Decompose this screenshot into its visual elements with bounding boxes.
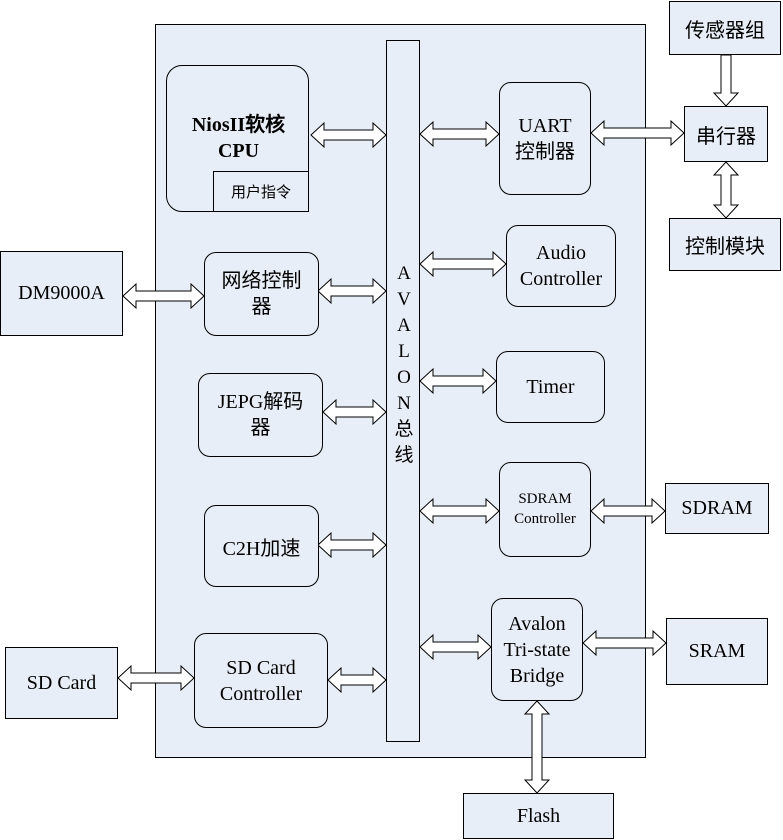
sd-card-box: SD Card	[5, 647, 118, 719]
bus-letter: V	[397, 289, 411, 310]
bus-uart-arrow	[419, 120, 500, 148]
serializer-box: 串行器	[684, 106, 768, 162]
bus-letter: N	[397, 393, 411, 414]
sdram-ctrl-sdram-arrow	[590, 497, 666, 525]
cpu-label-line1: NiosII软核	[191, 114, 286, 136]
sdram-controller-line1: SDRAM	[518, 491, 572, 507]
sdcard-ctrl-arrow	[117, 664, 195, 692]
tristate-bridge-line1: Avalon	[508, 612, 566, 635]
dm9000a-label: DM9000A	[18, 282, 105, 304]
user-instruction-box: 用户指令	[213, 171, 309, 212]
sram-box: SRAM	[666, 618, 768, 685]
bus-sdram-ctrl-arrow	[419, 497, 500, 525]
bus-letter: 总	[394, 419, 414, 440]
network-bus-arrow	[317, 277, 387, 305]
audio-controller-line2: Controller	[519, 268, 603, 290]
sd-card-label: SD Card	[26, 671, 97, 694]
network-controller-block: 网络控制 器	[204, 252, 319, 336]
uart-controller-line2: 控制器	[515, 140, 575, 163]
bus-letter: O	[397, 367, 411, 388]
bus-letter: A	[397, 263, 411, 284]
c2h-accelerator-block: C2H加速	[204, 505, 319, 587]
jpeg-decoder-line1: JEPG解码	[217, 391, 304, 413]
jpeg-decoder-block: JEPG解码 器	[198, 373, 323, 457]
sensor-group-label: 传感器组	[685, 19, 765, 42]
bus-letter: L	[398, 341, 410, 362]
audio-controller-block: Audio Controller	[506, 225, 616, 307]
sdram-controller-block: SDRAM Controller	[499, 462, 591, 557]
sram-label: SRAM	[688, 640, 746, 662]
network-controller-line2: 器	[251, 296, 272, 318]
sd-card-controller-line2: Controller	[219, 682, 303, 705]
sensor-group-box: 传感器组	[669, 1, 781, 55]
sdram-label: SDRAM	[681, 497, 753, 519]
jpeg-bus-arrow	[322, 398, 387, 426]
sensor-serializer-arrow	[712, 54, 740, 107]
serializer-label: 串行器	[696, 125, 756, 148]
bus-timer-arrow	[419, 367, 497, 395]
bus-letter: 线	[394, 445, 414, 466]
tristate-bridge-block: Avalon Tri-state Bridge	[491, 598, 583, 701]
control-module-label: 控制模块	[685, 236, 765, 258]
bus-tristate-arrow	[419, 633, 492, 661]
tristate-bridge-line3: Bridge	[509, 664, 565, 687]
sd-card-controller-line1: SD Card	[226, 656, 296, 679]
bus-audio-arrow	[419, 250, 507, 278]
cpu-label: NiosII软核 CPU	[167, 106, 310, 170]
audio-controller-line1: Audio	[536, 242, 586, 264]
uart-controller-block: UART 控制器	[499, 82, 591, 195]
tristate-flash-arrow	[523, 700, 551, 794]
timer-label: Timer	[526, 375, 575, 398]
tristate-bridge-line2: Tri-state	[503, 638, 571, 661]
user-instruction-label: 用户指令	[230, 185, 291, 201]
cpu-block: NiosII软核 CPU 用户指令	[166, 65, 309, 212]
flash-box: Flash	[463, 793, 614, 839]
uart-serializer-arrow	[590, 119, 685, 147]
cpu-bus-arrow	[310, 121, 387, 149]
sdram-box: SDRAM	[665, 483, 769, 534]
flash-label: Flash	[516, 804, 561, 827]
uart-controller-line1: UART	[518, 114, 572, 137]
serializer-control-arrow	[712, 161, 740, 219]
tristate-sram-arrow	[582, 629, 667, 657]
sd-card-controller-block: SD Card Controller	[194, 633, 328, 728]
timer-block: Timer	[496, 351, 605, 423]
network-controller-line1: 网络控制	[221, 270, 302, 292]
avalon-bus: A V A L O N 总 线	[386, 40, 420, 742]
control-module-box: 控制模块	[669, 218, 781, 271]
dm9000a-network-arrow	[122, 282, 205, 310]
cpu-label-line2: CPU	[217, 140, 260, 162]
avalon-bus-label: A V A L O N 总 线	[387, 261, 421, 469]
bus-letter: A	[397, 315, 411, 336]
jpeg-decoder-line2: 器	[250, 417, 271, 439]
c2h-bus-arrow	[317, 531, 387, 559]
sdcard-ctrl-bus-arrow	[327, 666, 387, 694]
dm9000a-box: DM9000A	[0, 251, 123, 336]
sdram-controller-line2: Controller	[514, 510, 576, 527]
c2h-accelerator-label: C2H加速	[222, 537, 301, 560]
